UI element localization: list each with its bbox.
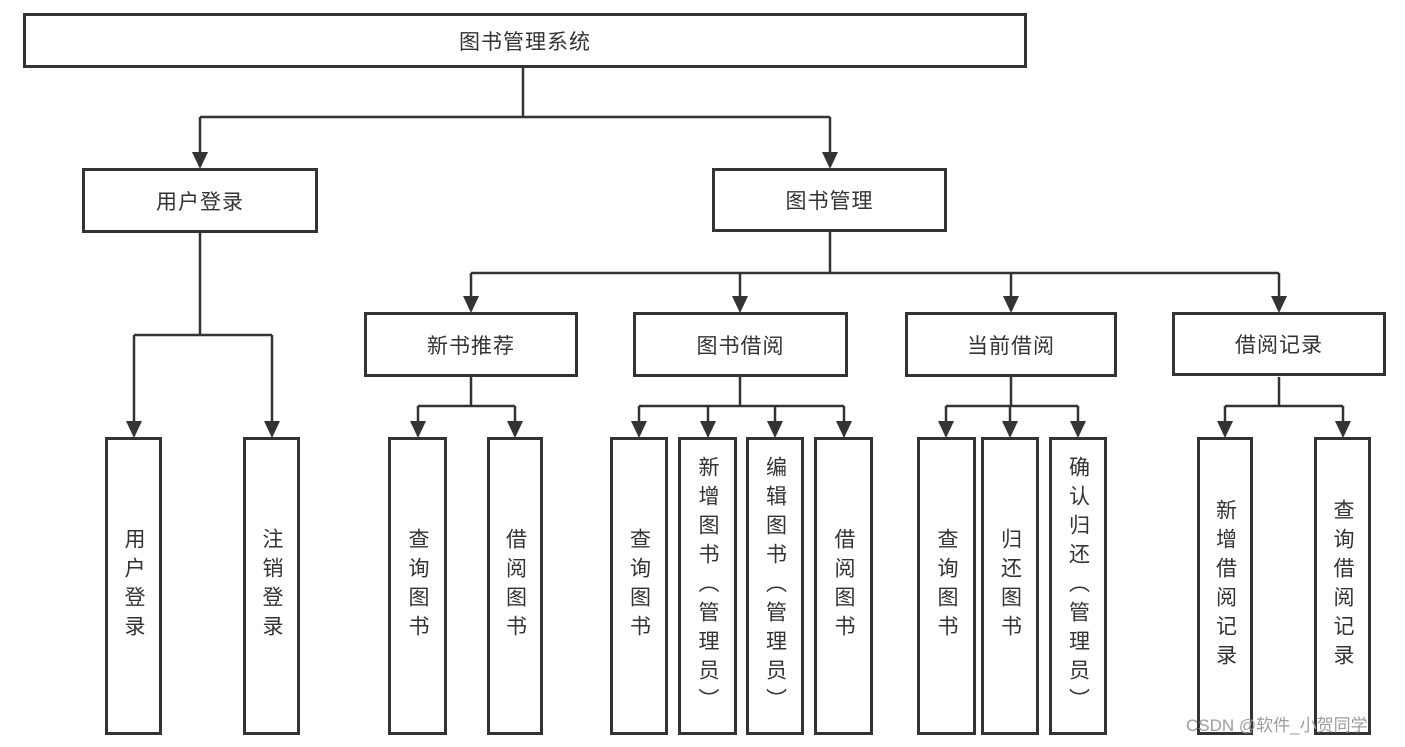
node-current-borrow: 当前借阅	[905, 312, 1117, 377]
node-label: 查询图书	[935, 528, 958, 644]
node-leaf-add-book-admin: 新增图书（管理员）	[678, 437, 737, 735]
node-user-login: 用户登录	[82, 168, 318, 233]
node-label: 注销登录	[260, 528, 283, 644]
node-label: 用户登录	[122, 528, 145, 644]
node-leaf-edit-book-admin: 编辑图书（管理员）	[746, 437, 804, 735]
node-book-management: 图书管理	[712, 168, 947, 232]
node-label: 编辑图书（管理员）	[763, 455, 787, 717]
node-leaf-query-borrow-record: 查询借阅记录	[1314, 437, 1371, 735]
node-label: 借阅图书	[832, 528, 855, 644]
csdn-watermark: CSDN @软件_小贺同学	[1186, 716, 1368, 735]
node-label: 归还图书	[998, 528, 1022, 644]
node-new-book-recommend: 新书推荐	[364, 312, 578, 377]
node-leaf-confirm-return-admin: 确认归还（管理员）	[1049, 437, 1107, 735]
node-leaf-add-borrow-record: 新增借阅记录	[1197, 437, 1253, 735]
node-label: 查询图书	[627, 528, 651, 644]
node-label: 查询借阅记录	[1331, 499, 1354, 673]
node-label: 新增借阅记录	[1213, 499, 1237, 673]
node-label: 新增图书（管理员）	[696, 455, 719, 717]
arrowheads	[126, 152, 1351, 438]
node-leaf-borrow-book-1: 借阅图书	[487, 437, 543, 735]
node-leaf-query-book-2: 查询图书	[610, 437, 668, 735]
node-label: 借阅图书	[503, 528, 527, 644]
node-leaf-query-book-1: 查询图书	[388, 437, 447, 735]
node-library-management-system: 图书管理系统	[23, 13, 1027, 68]
node-leaf-return-book: 归还图书	[981, 437, 1039, 735]
node-label: 确认归还（管理员）	[1066, 455, 1090, 717]
node-leaf-borrow-book-2: 借阅图书	[814, 437, 873, 735]
node-book-borrow: 图书借阅	[633, 312, 848, 377]
node-leaf-query-book-3: 查询图书	[917, 437, 976, 735]
node-leaf-logout: 注销登录	[243, 437, 300, 735]
node-label: 查询图书	[406, 528, 429, 644]
node-leaf-user-login: 用户登录	[105, 437, 162, 735]
node-borrow-records: 借阅记录	[1172, 312, 1386, 376]
